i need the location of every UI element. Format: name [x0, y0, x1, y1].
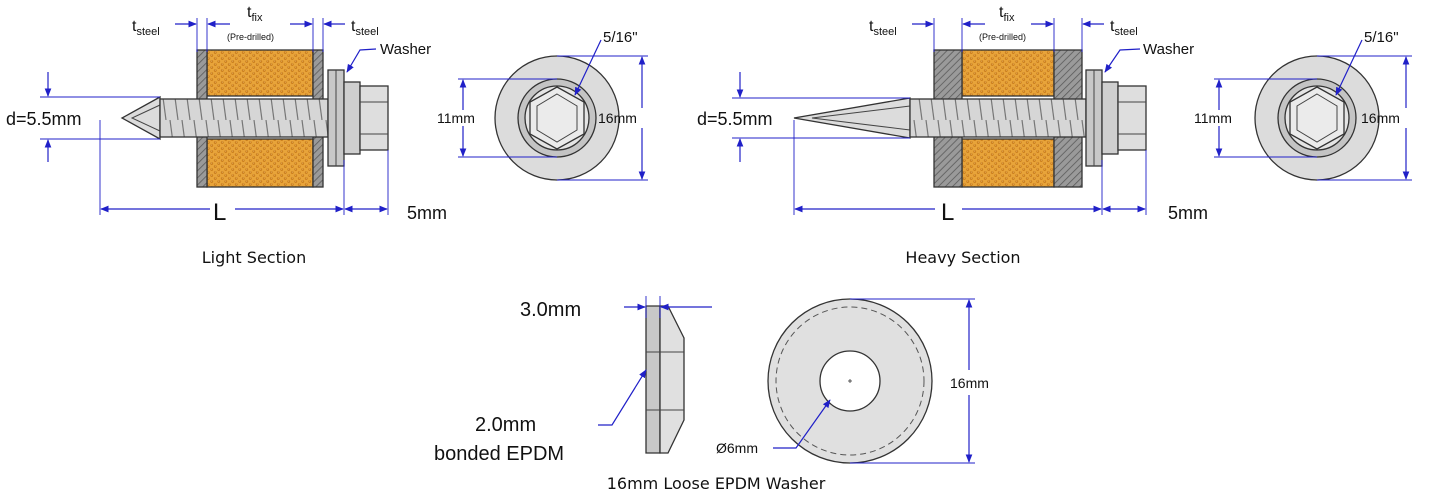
heavy-t-steel-right: tsteel	[1110, 18, 1138, 38]
heavy-insulation-top	[961, 49, 1055, 97]
light-top-view	[458, 39, 648, 181]
heavy-t-steel-left: tsteel	[869, 18, 897, 38]
light-pre-drilled: (Pre-drilled)	[227, 32, 274, 42]
heavy-insulation-bottom	[961, 138, 1055, 188]
light-washer-outer-label: 16mm	[598, 110, 637, 126]
loose-washer-side	[598, 296, 712, 454]
loose-hole-label: Ø6mm	[716, 440, 758, 456]
light-hex-head	[343, 81, 361, 155]
heavy-hex-size-label: 5/16"	[1364, 29, 1399, 46]
light-washer-label: Washer	[380, 41, 431, 58]
heavy-screw-shank	[909, 98, 1087, 138]
heavy-screw-tip	[793, 97, 911, 139]
heavy-length-label: L	[941, 199, 954, 226]
light-caption: Light Section	[202, 248, 306, 267]
heavy-washer-inner-label: 11mm	[1194, 110, 1232, 126]
light-screw-tip	[120, 95, 161, 141]
heavy-diameter-label: d=5.5mm	[697, 109, 773, 129]
loose-washer-top	[767, 298, 975, 464]
light-washer-inner-label: 11mm	[437, 110, 475, 126]
light-insulation-bottom	[206, 138, 314, 188]
heavy-washer-outer-label: 16mm	[1361, 110, 1400, 126]
light-screw-shank	[159, 98, 329, 138]
light-t-fix: tfix	[247, 4, 263, 24]
light-t-steel-left: tsteel	[132, 18, 160, 38]
heavy-washer-label: Washer	[1143, 41, 1194, 58]
loose-outer-label: 16mm	[950, 375, 989, 391]
light-diameter-label: d=5.5mm	[6, 109, 82, 129]
heavy-dimensions	[732, 18, 1147, 215]
light-section	[120, 49, 389, 188]
light-length-label: L	[213, 199, 226, 226]
loose-epdm-line1: 2.0mm	[475, 414, 536, 436]
loose-caption: 16mm Loose EPDM Washer	[607, 474, 826, 493]
loose-thickness-label: 3.0mm	[520, 299, 581, 321]
heavy-section	[793, 49, 1147, 188]
heavy-caption: Heavy Section	[905, 248, 1020, 267]
loose-epdm-line2: bonded EPDM	[434, 443, 564, 465]
heavy-pre-drilled: (Pre-drilled)	[979, 32, 1026, 42]
heavy-head-height-label: 5mm	[1168, 203, 1208, 223]
heavy-hex-head	[1101, 81, 1119, 155]
light-t-steel-right: tsteel	[351, 18, 379, 38]
heavy-top-view	[1214, 39, 1412, 181]
light-insulation-top	[206, 49, 314, 97]
light-hex-size-label: 5/16"	[603, 29, 638, 46]
light-head-height-label: 5mm	[407, 203, 447, 223]
light-dimensions	[40, 18, 389, 215]
heavy-t-fix: tfix	[999, 4, 1015, 24]
loose-washer-profile	[645, 305, 661, 454]
